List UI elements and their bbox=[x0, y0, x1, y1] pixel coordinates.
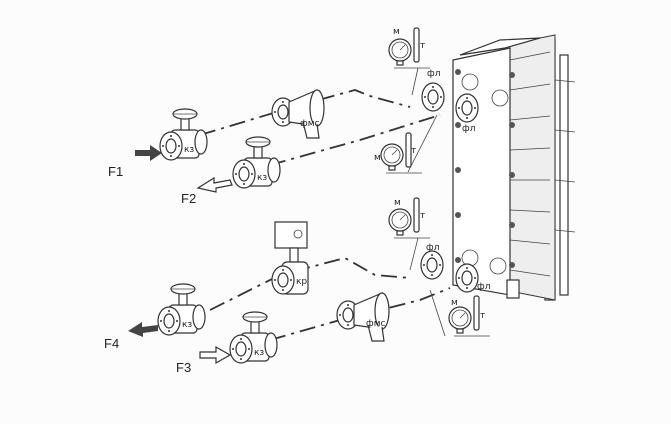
flange-label-4: фл bbox=[477, 282, 490, 292]
flange-label-1: фл bbox=[427, 69, 440, 79]
thermometer-label-3: т bbox=[420, 211, 425, 221]
valve-label-1: кз bbox=[184, 145, 194, 155]
valve-label-2: кз bbox=[257, 173, 267, 183]
plate-heat-exchanger bbox=[452, 34, 576, 301]
thermometer-label-4: т bbox=[480, 311, 485, 321]
flow-arrow-f4-out bbox=[128, 322, 158, 337]
flow-arrow-f2-out bbox=[196, 176, 233, 193]
flange-label-3: фл bbox=[426, 243, 439, 253]
manometer-label-2: м bbox=[374, 153, 381, 163]
flange-bottom-inlet bbox=[420, 250, 444, 280]
control-valve-label: кр bbox=[296, 277, 307, 287]
filter-label-top: фмс bbox=[300, 119, 319, 129]
filter-top bbox=[272, 90, 324, 138]
flow-label-f3: F3 bbox=[176, 360, 191, 375]
flow-label-f2: F2 bbox=[181, 191, 196, 206]
gauge-leader-lines bbox=[407, 67, 446, 337]
thermometer-label-2: т bbox=[411, 146, 416, 156]
filter-bottom bbox=[337, 293, 389, 341]
manometer-label-1: м bbox=[393, 27, 400, 37]
flow-arrow-f1-in bbox=[135, 145, 162, 161]
manometer-label-3: м bbox=[394, 198, 401, 208]
valve-label-3: кз bbox=[182, 320, 192, 330]
flange-bottom-outlet bbox=[455, 263, 479, 293]
flow-label-f4: F4 bbox=[104, 336, 119, 351]
flow-label-f1: F1 bbox=[108, 164, 123, 179]
pipelines bbox=[199, 89, 451, 341]
control-valve bbox=[271, 221, 309, 295]
flange-top-outlet bbox=[455, 93, 479, 123]
thermometer-label-1: т bbox=[420, 41, 425, 51]
flange-label-2: фл bbox=[462, 124, 475, 134]
filter-label-bottom: фмс bbox=[366, 319, 385, 329]
manometer-label-4: м bbox=[451, 298, 458, 308]
flange-top-inlet bbox=[421, 82, 445, 112]
flow-arrow-f3-in bbox=[199, 345, 232, 365]
valve-label-4: кз bbox=[254, 348, 264, 358]
